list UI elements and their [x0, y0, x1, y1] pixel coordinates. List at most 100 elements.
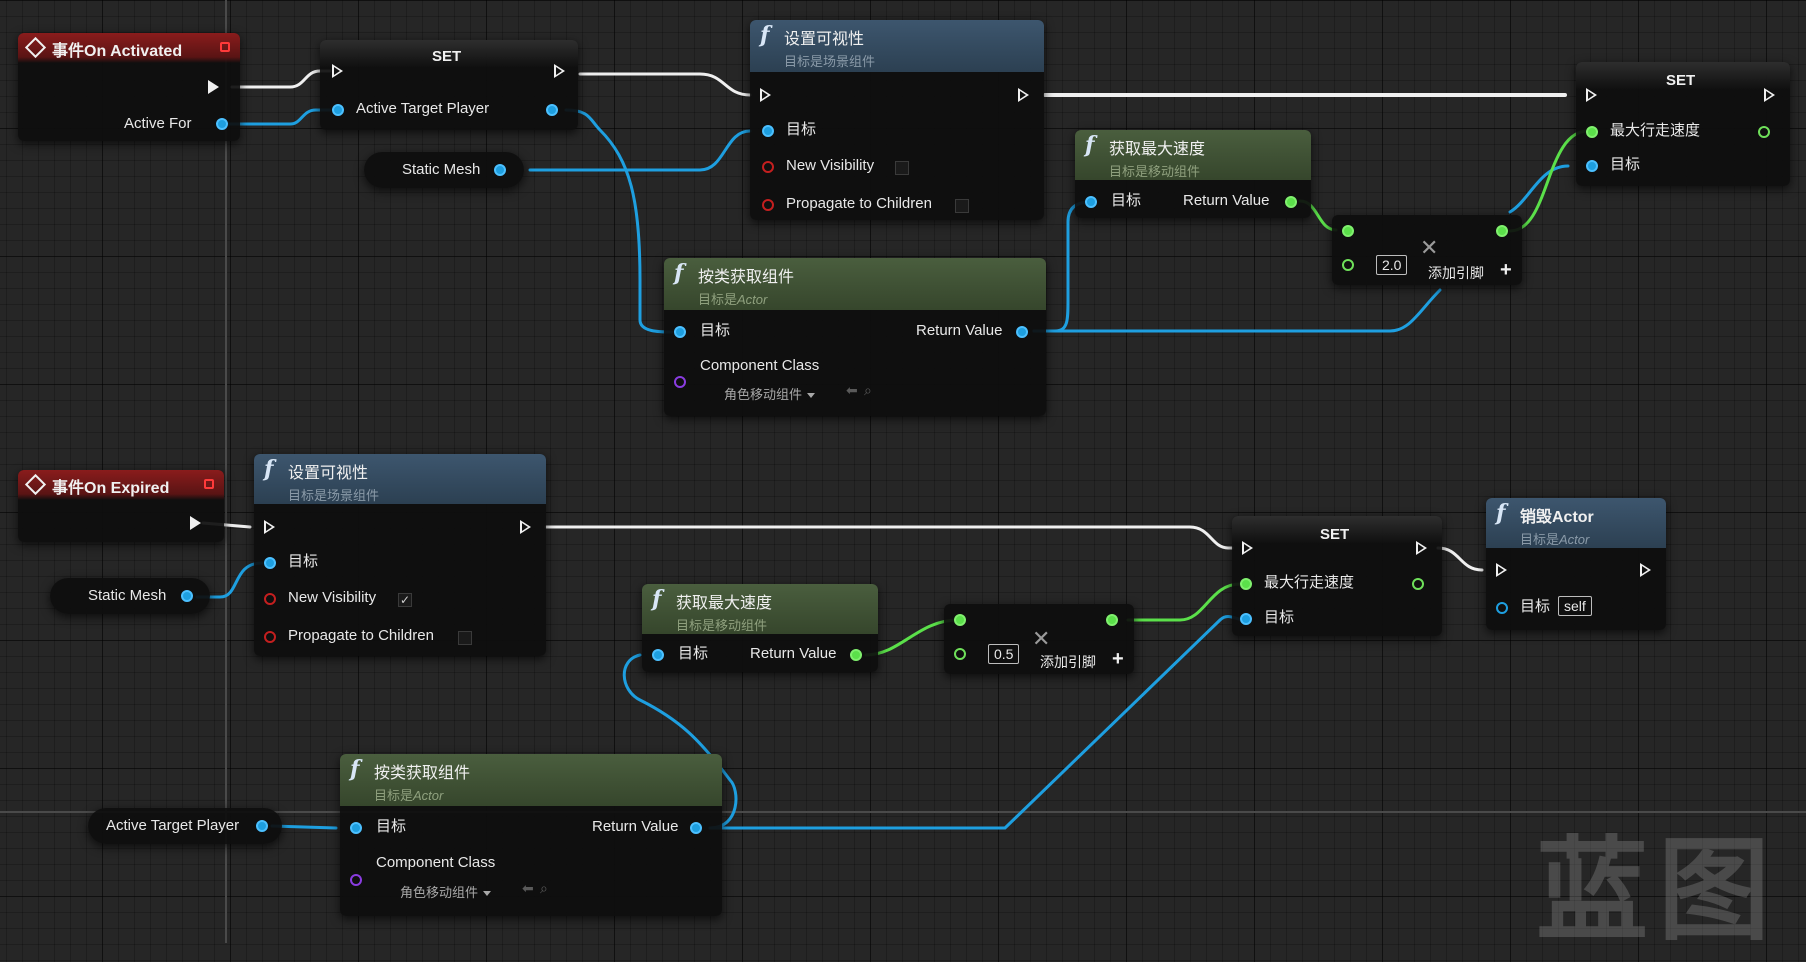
max-walk-speed-in-pin[interactable] [1240, 578, 1252, 590]
component-class-pin[interactable] [674, 376, 686, 388]
active-target-player-out-pin[interactable] [546, 104, 558, 116]
result-pin[interactable] [1496, 225, 1508, 237]
get-component-by-class-node[interactable]: f 按类获取组件 目标是Actor 目标 Return Value Compon… [340, 754, 722, 916]
target-label: 目标 [1264, 609, 1295, 626]
active-target-player-in-pin[interactable] [332, 104, 344, 116]
object-wire [220, 108, 332, 126]
function-header: f 设置可视性 目标是场景组件 [750, 20, 1044, 72]
exec-out-pin[interactable] [1640, 563, 1651, 577]
get-component-by-class-node[interactable]: f 按类获取组件 目标是Actor 目标 Return Value Compon… [664, 258, 1046, 416]
class-dropdown[interactable]: 角色移动组件 [724, 384, 815, 403]
grid-axis-horizontal [0, 811, 1806, 813]
get-max-speed-node[interactable]: f 获取最大速度 目标是移动组件 目标 Return Value [642, 584, 878, 672]
exec-in-pin[interactable] [1496, 563, 1507, 577]
static-mesh-label: Static Mesh [88, 587, 167, 604]
exec-out-pin[interactable] [208, 80, 219, 94]
add-pin-plus-icon[interactable]: + [1500, 259, 1512, 281]
target-pin[interactable] [762, 125, 774, 137]
active-target-player-variable-node[interactable]: Active Target Player [88, 808, 282, 844]
max-walk-speed-label: 最大行走速度 [1610, 122, 1701, 139]
object-wire [1508, 164, 1570, 214]
set-visibility-node[interactable]: f 设置可视性 目标是场景组件 目标 New Visibility ✓ Prop… [254, 454, 546, 656]
static-mesh-variable-node[interactable]: Static Mesh [50, 578, 210, 614]
b-pin[interactable] [1342, 259, 1354, 271]
return-value-label: Return Value [1183, 192, 1270, 209]
active-target-player-out-pin[interactable] [256, 820, 268, 832]
b-pin[interactable] [954, 648, 966, 660]
multiply-node[interactable]: 2.0 ✕ 添加引脚 + [1332, 215, 1522, 285]
target-pin[interactable] [350, 822, 362, 834]
target-label: 目标 [678, 645, 709, 662]
add-pin-plus-icon[interactable]: + [1112, 648, 1124, 670]
target-pin[interactable] [1496, 602, 1508, 614]
static-mesh-variable-node[interactable]: Static Mesh [364, 152, 524, 188]
return-value-pin[interactable] [1016, 326, 1028, 338]
set-max-walk-speed-node[interactable]: SET 最大行走速度 目标 [1576, 62, 1790, 186]
browse-search-icon[interactable]: ⌕ [540, 880, 548, 896]
exec-in-pin[interactable] [1586, 88, 1597, 102]
new-visibility-pin[interactable] [762, 161, 774, 173]
return-value-pin[interactable] [850, 649, 862, 661]
get-max-speed-node[interactable]: f 获取最大速度 目标是移动组件 目标 Return Value [1075, 130, 1311, 218]
result-pin[interactable] [1106, 614, 1118, 626]
destroy-actor-node[interactable]: f 销毁Actor 目标是Actor 目标 self [1486, 498, 1666, 630]
object-wire [564, 108, 674, 334]
exec-wire [578, 72, 752, 97]
exec-in-pin[interactable] [264, 520, 275, 534]
target-pin[interactable] [1586, 160, 1598, 172]
b-value-input[interactable]: 0.5 [988, 644, 1020, 664]
set-header: SET [320, 40, 578, 68]
target-pin[interactable] [264, 557, 276, 569]
exec-out-pin[interactable] [190, 516, 201, 530]
function-title: 设置可视性 [784, 31, 865, 48]
return-value-pin[interactable] [690, 822, 702, 834]
exec-in-pin[interactable] [1242, 541, 1253, 555]
max-walk-speed-out-pin[interactable] [1758, 126, 1770, 138]
event-on-activated-node[interactable]: 事件On Activated Active For [18, 33, 240, 141]
target-pin[interactable] [674, 326, 686, 338]
exec-out-pin[interactable] [520, 520, 531, 534]
exec-in-pin[interactable] [332, 64, 343, 78]
use-selected-icon[interactable]: ⬅ [846, 382, 858, 398]
set-active-target-player-node[interactable]: SET Active Target Player [320, 40, 578, 130]
max-walk-speed-in-pin[interactable] [1586, 126, 1598, 138]
delegate-pin-icon[interactable] [220, 42, 230, 52]
event-on-expired-node[interactable]: 事件On Expired [18, 470, 224, 542]
propagate-pin[interactable] [264, 631, 276, 643]
return-value-pin[interactable] [1285, 196, 1297, 208]
propagate-checkbox[interactable] [955, 199, 969, 213]
a-pin[interactable] [1342, 225, 1354, 237]
function-icon: f [264, 456, 274, 482]
exec-out-pin[interactable] [1764, 88, 1775, 102]
static-mesh-out-pin[interactable] [494, 164, 506, 176]
exec-in-pin[interactable] [760, 88, 771, 102]
function-subtitle: 目标是Actor [1520, 532, 1590, 547]
use-selected-icon[interactable]: ⬅ [522, 880, 534, 896]
propagate-pin[interactable] [762, 199, 774, 211]
browse-search-icon[interactable]: ⌕ [864, 382, 872, 398]
event-diamond-icon [24, 473, 47, 496]
static-mesh-out-pin[interactable] [181, 590, 193, 602]
multiply-node[interactable]: 0.5 ✕ 添加引脚 + [944, 604, 1134, 674]
function-subtitle: 目标是场景组件 [288, 488, 380, 503]
new-visibility-checkbox[interactable]: ✓ [398, 593, 412, 607]
exec-out-pin[interactable] [1416, 541, 1427, 555]
exec-out-pin[interactable] [1018, 88, 1029, 102]
b-value-input[interactable]: 2.0 [1376, 255, 1408, 275]
target-pin[interactable] [1240, 613, 1252, 625]
target-pin[interactable] [652, 649, 664, 661]
new-visibility-pin[interactable] [264, 593, 276, 605]
delegate-pin-icon[interactable] [204, 479, 214, 489]
new-visibility-checkbox[interactable] [895, 161, 909, 175]
self-value-box[interactable]: self [1558, 596, 1592, 616]
max-walk-speed-out-pin[interactable] [1412, 578, 1424, 590]
exec-out-pin[interactable] [554, 64, 565, 78]
class-dropdown[interactable]: 角色移动组件 [400, 882, 491, 901]
set-visibility-node[interactable]: f 设置可视性 目标是场景组件 目标 New Visibility Propag… [750, 20, 1044, 220]
a-pin[interactable] [954, 614, 966, 626]
target-pin[interactable] [1085, 196, 1097, 208]
active-for-pin[interactable] [216, 118, 228, 130]
set-max-walk-speed-node[interactable]: SET 最大行走速度 目标 [1232, 516, 1442, 636]
propagate-checkbox[interactable] [458, 631, 472, 645]
component-class-pin[interactable] [350, 874, 362, 886]
